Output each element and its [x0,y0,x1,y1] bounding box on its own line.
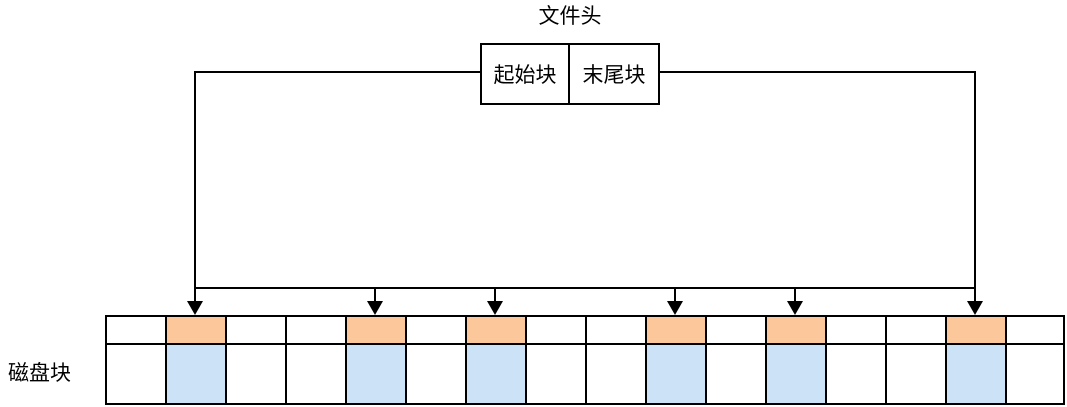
disk-block-top-8-free [585,317,645,343]
page-title: 文件头 [538,5,602,28]
disk-block-top-11-allocated [765,317,825,343]
disk-block-bottom-2-free [225,345,285,403]
disk-block-top-4-allocated [345,317,405,343]
start-block-wire [194,71,480,288]
field-end-block-label: 末尾块 [582,64,646,87]
disk-block-top-9-allocated [645,317,705,343]
disk-block-bottom-11-allocated [765,345,825,403]
pointer-arrowhead-1 [367,301,383,315]
disk-grid-row-bottom [105,345,1065,405]
disk-block-bottom-4-allocated [345,345,405,403]
disk-block-bottom-1-allocated [165,345,225,403]
disk-block-top-5-free [405,317,465,343]
pointer-arrowhead-4 [787,301,803,315]
disk-block-top-3-free [285,317,345,343]
file-header-box: 起始块 末尾块 [480,43,660,105]
disk-block-top-0-free [105,317,165,343]
field-start-block: 起始块 [482,45,570,103]
disk-block-bottom-0-free [105,345,165,403]
disk-block-bottom-10-free [705,345,765,403]
disk-block-bottom-8-free [585,345,645,403]
disk-block-bottom-14-allocated [945,345,1005,403]
disk-block-bottom-13-free [885,345,945,403]
disk-block-bottom-15-free [1005,345,1065,403]
pointer-arrowhead-0 [187,301,203,315]
disk-block-top-13-free [885,317,945,343]
end-block-wire [660,71,976,288]
disk-block-bottom-5-free [405,345,465,403]
disk-block-grid [105,315,1065,405]
disk-block-top-15-free [1005,317,1065,343]
disk-block-top-1-allocated [165,317,225,343]
disk-block-bottom-9-allocated [645,345,705,403]
pointer-arrowhead-2 [487,301,503,315]
disk-block-top-2-free [225,317,285,343]
disk-block-top-14-allocated [945,317,1005,343]
pointer-arrowhead-5 [967,301,983,315]
disk-block-bottom-12-free [825,345,885,403]
disk-block-top-7-free [525,317,585,343]
field-end-block: 末尾块 [570,45,658,103]
disk-block-bottom-6-allocated [465,345,525,403]
disk-block-bottom-7-free [525,345,585,403]
pointer-arrowhead-3 [667,301,683,315]
disk-grid-row-top [105,315,1065,345]
disk-block-bottom-3-free [285,345,345,403]
disk-block-top-6-allocated [465,317,525,343]
disk-block-top-12-free [825,317,885,343]
disk-blocks-label: 磁盘块 [8,362,71,385]
disk-block-top-10-free [705,317,765,343]
field-start-block-label: 起始块 [493,64,557,87]
